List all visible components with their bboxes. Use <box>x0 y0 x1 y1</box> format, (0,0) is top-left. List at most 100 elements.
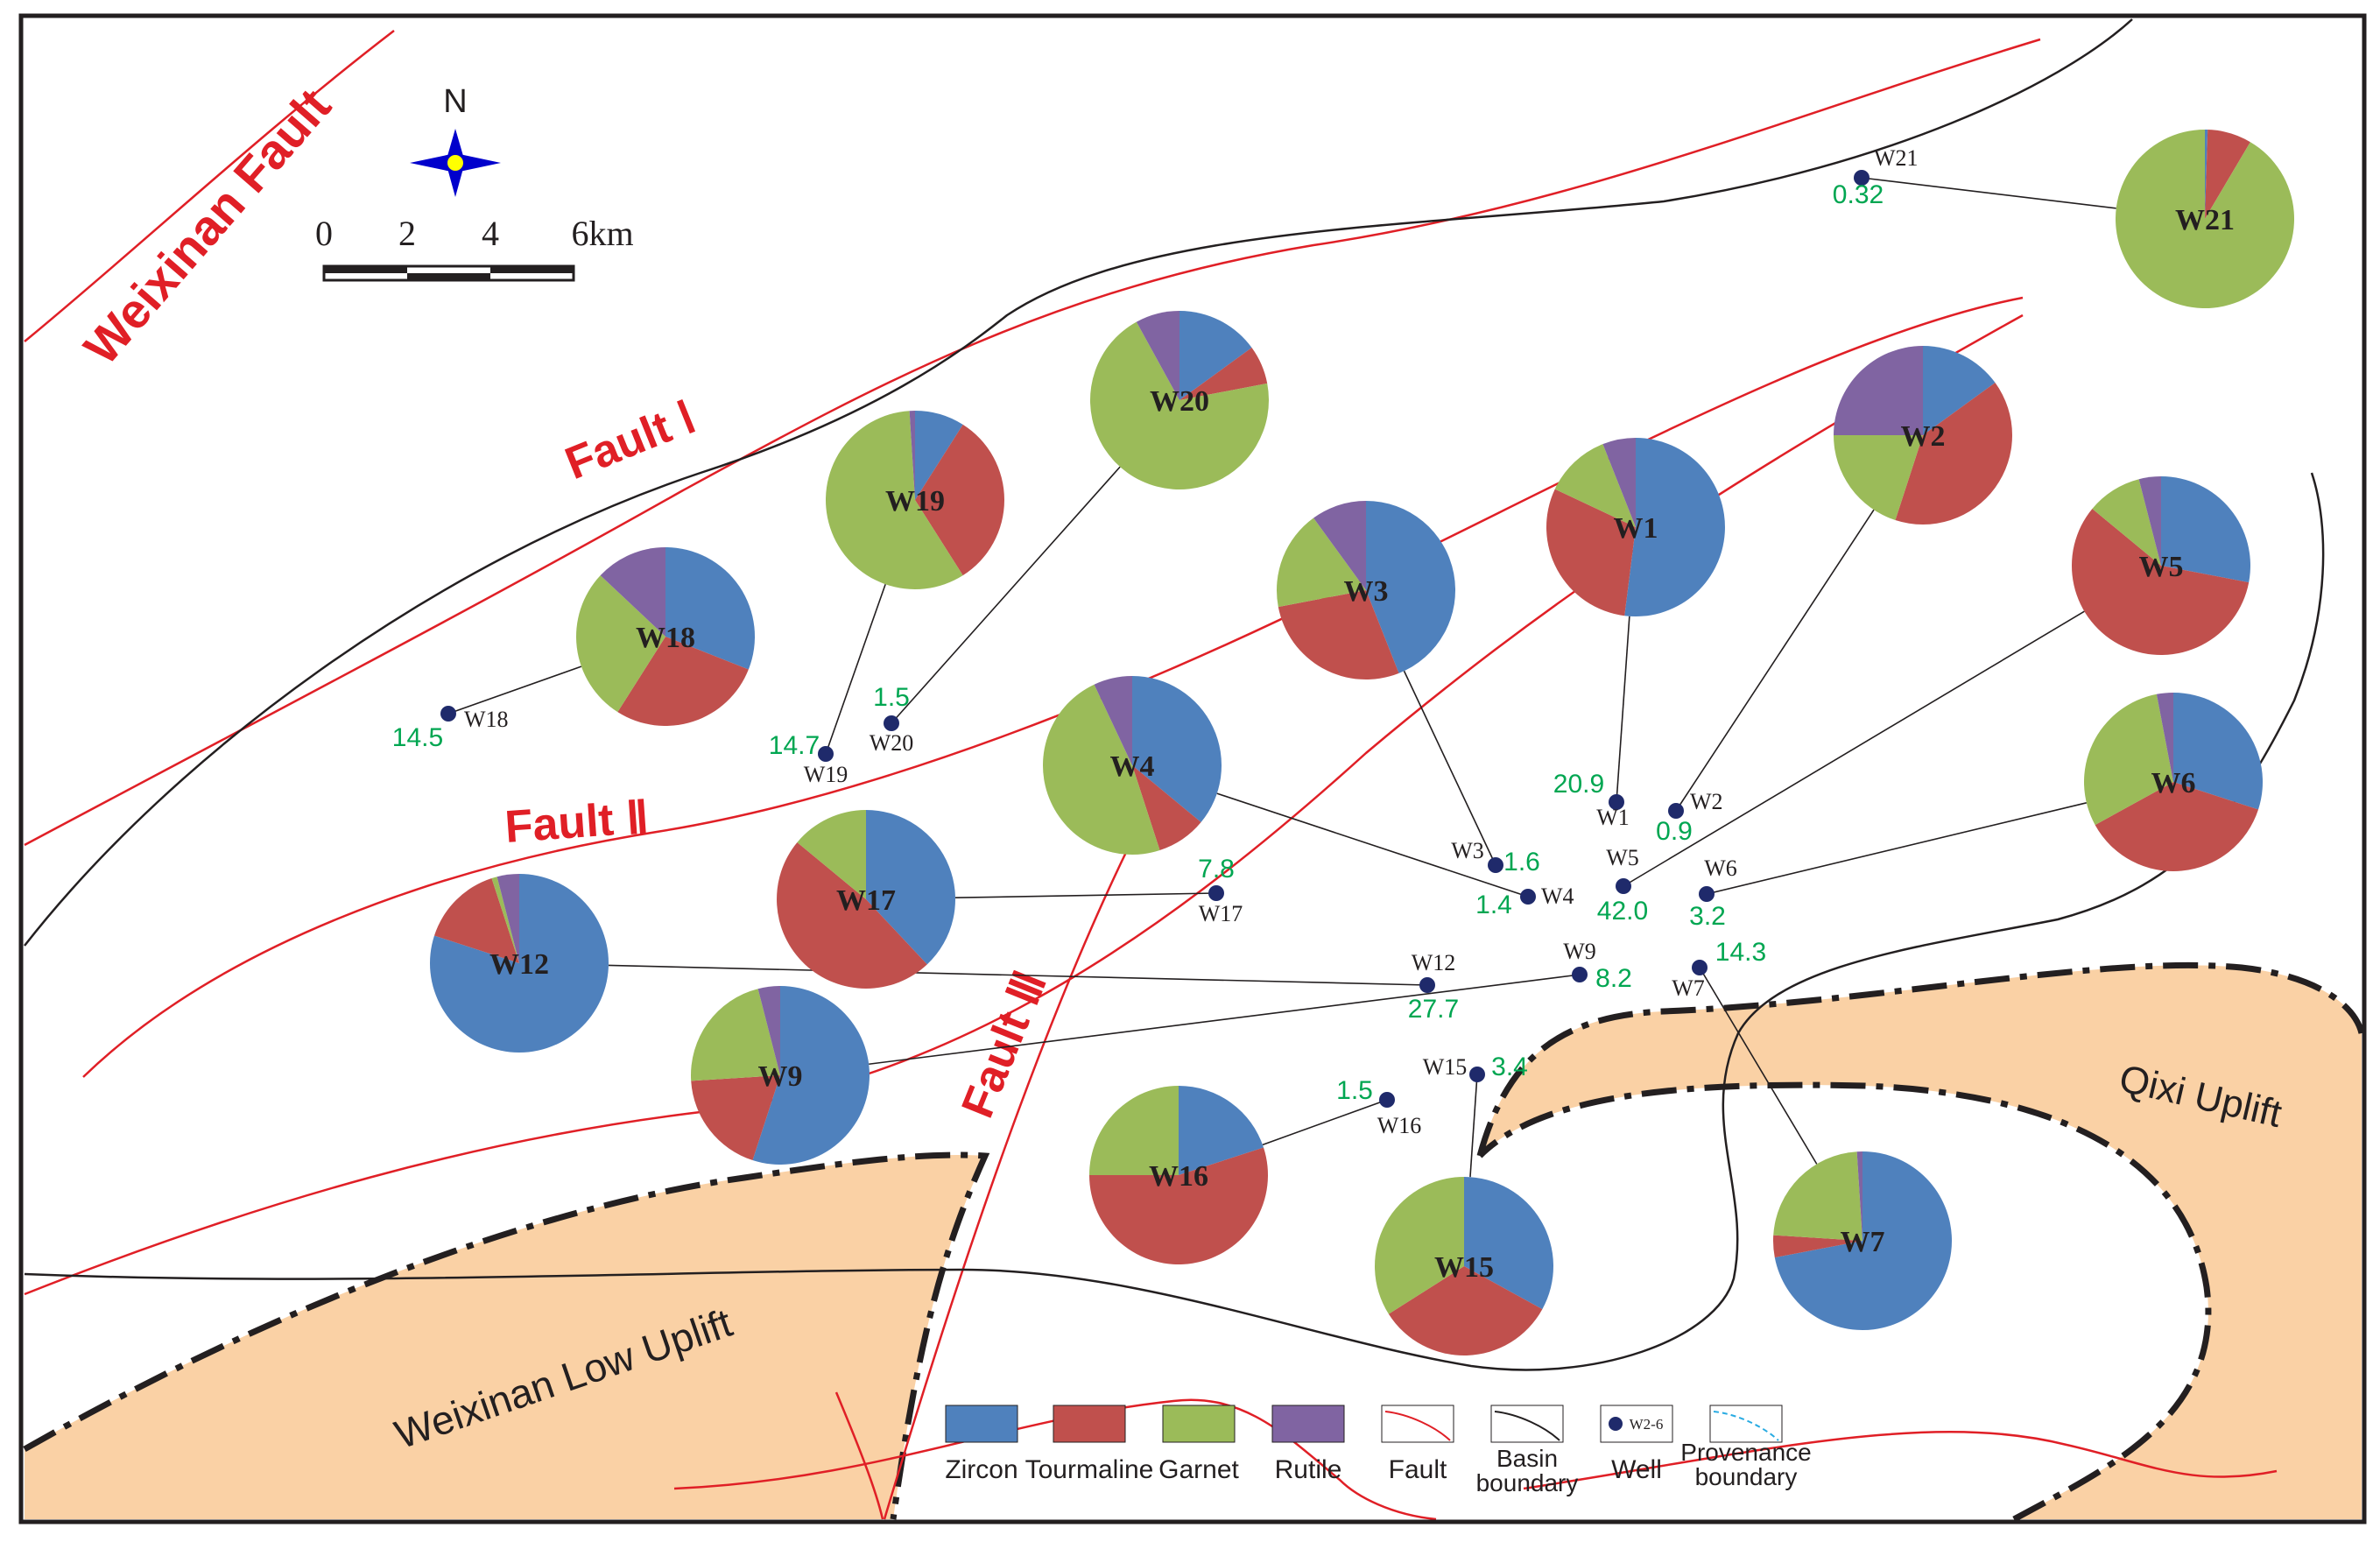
well-id-w15: W15 <box>1423 1054 1468 1080</box>
weixinan-low-uplift-boundary <box>23 1151 990 1520</box>
well-value-w6: 3.2 <box>1689 902 1726 931</box>
pie-slice-w20-garnet <box>1089 321 1269 490</box>
legend-label-tourmaline: Tourmaline <box>1025 1455 1154 1484</box>
connector-w21 <box>1861 177 2116 209</box>
connector-w20 <box>891 466 1121 724</box>
pie-chart-w20: W20 <box>1089 311 1269 490</box>
pie-label-w12: W12 <box>489 948 549 981</box>
pie-slice-w15-tourmaline <box>1388 1266 1543 1355</box>
fault-lines <box>24 30 2278 1521</box>
well-icon <box>1854 170 1869 186</box>
pie-chart-w7: W7 <box>1773 1151 1953 1331</box>
qixi-uplift-boundary <box>1476 961 2365 1523</box>
pie-slice-w12-tourmaline <box>433 877 519 963</box>
scale-tick-4: 4 <box>482 214 499 253</box>
connector-w18 <box>447 665 582 715</box>
pie-label-w15: W15 <box>1434 1251 1494 1284</box>
legend-label-basin-2: boundary <box>1476 1469 1579 1496</box>
pie-slice-w9-rutile <box>757 986 780 1075</box>
legend-label-provenance-2: boundary <box>1695 1463 1798 1490</box>
pie-slice-w7-tourmaline <box>1773 1235 1862 1258</box>
well-value-w1: 20.9 <box>1553 770 1604 799</box>
pie-slice-w20-zircon <box>1179 311 1252 400</box>
well-icon <box>1520 889 1536 905</box>
pie-slice-w4-garnet <box>1042 684 1160 855</box>
pie-chart-w21: W21 <box>2116 130 2295 308</box>
pie-chart-w5: W5 <box>2071 476 2250 656</box>
pie-slice-w19-tourmaline <box>915 424 1004 576</box>
pie-slice-w21-zircon <box>2205 130 2208 219</box>
pie-label-w18: W18 <box>636 622 695 654</box>
pie-slice-w7-zircon <box>1774 1151 1953 1331</box>
well-w4: W41.4 <box>1475 884 1574 919</box>
legend-label-basin-1: Basin <box>1496 1445 1558 1472</box>
pie-slice-w17-tourmaline <box>777 841 927 989</box>
fault-2-label: Fault Ⅱ <box>503 792 651 853</box>
map-frame <box>18 13 2367 1524</box>
well-value-w21: 0.32 <box>1833 180 1884 209</box>
well-icon <box>1668 803 1684 819</box>
well-id-w6: W6 <box>1704 855 1737 881</box>
pie-slice-w21-garnet <box>2116 130 2295 308</box>
pie-label-w9: W9 <box>758 1060 803 1093</box>
pie-slice-w19-zircon <box>915 411 963 500</box>
well-id-w17: W17 <box>1199 901 1243 926</box>
well-icon <box>1616 878 1631 894</box>
pie-chart-w12: W12 <box>429 874 609 1053</box>
pie-slice-w3-garnet <box>1277 518 1366 608</box>
connector-w5 <box>1623 610 2085 887</box>
connector-w19 <box>825 583 886 755</box>
pie-slice-w6-garnet <box>2084 694 2173 826</box>
connector-w17 <box>954 892 1217 899</box>
well-icon <box>1572 967 1588 982</box>
well-icon <box>1699 886 1715 902</box>
well-value-w9: 8.2 <box>1595 964 1632 993</box>
pie-label-w21: W21 <box>2175 204 2235 236</box>
well-icon <box>1208 885 1224 901</box>
well-icon <box>1419 977 1435 993</box>
pie-slice-w1-zircon <box>1624 438 1725 616</box>
pie-slice-w12-garnet <box>491 877 519 963</box>
pie-chart-w6: W6 <box>2084 692 2264 871</box>
legend-swatch-garnet <box>1162 1405 1236 1443</box>
pie-slice-w15-garnet <box>1375 1177 1464 1314</box>
pie-slice-w16-tourmaline <box>1089 1147 1268 1264</box>
compass-rose-icon: N <box>410 83 501 197</box>
well-w9: W98.2 <box>1563 939 1632 993</box>
legend-swatch-provenance <box>1709 1405 1783 1443</box>
connector-w1 <box>1616 616 1630 803</box>
pie-slice-w2-rutile <box>1834 346 1923 435</box>
pie-label-w2: W2 <box>1901 420 1946 453</box>
pie-label-w3: W3 <box>1344 575 1389 608</box>
pie-slice-w9-zircon <box>752 986 870 1165</box>
well-value-w2: 0.9 <box>1656 817 1693 846</box>
legend: Zircon Tourmaline Garnet Rutile Fault Ba… <box>945 1405 1812 1496</box>
pie-slice-w5-zircon <box>2161 476 2250 583</box>
well-value-w19: 14.7 <box>769 731 820 760</box>
scale-tick-2: 2 <box>398 214 416 253</box>
well-value-w18: 14.5 <box>392 723 443 752</box>
pie-slice-w4-zircon <box>1132 676 1222 823</box>
pie-slice-w17-garnet <box>797 810 866 899</box>
pie-chart-w18: W18 <box>576 547 756 726</box>
connector-w6 <box>1706 802 2088 895</box>
pie-slice-w6-zircon <box>2173 692 2264 810</box>
pie-slice-w18-tourmaline <box>617 637 749 726</box>
pie-chart-w1: W1 <box>1546 438 1725 616</box>
well-id-w7: W7 <box>1672 975 1705 1001</box>
pie-chart-w4: W4 <box>1042 676 1222 855</box>
pie-slice-w15-zircon <box>1464 1177 1553 1310</box>
connector-w7 <box>1699 967 1818 1165</box>
pie-slice-w16-zircon <box>1179 1086 1264 1175</box>
pie-slice-w6-rutile <box>2156 693 2173 782</box>
pie-label-w1: W1 <box>1614 512 1658 545</box>
scale-bar: 0 2 4 6km <box>315 214 634 282</box>
well-id-w12: W12 <box>1412 950 1456 975</box>
compass-north-label: N <box>443 83 467 120</box>
